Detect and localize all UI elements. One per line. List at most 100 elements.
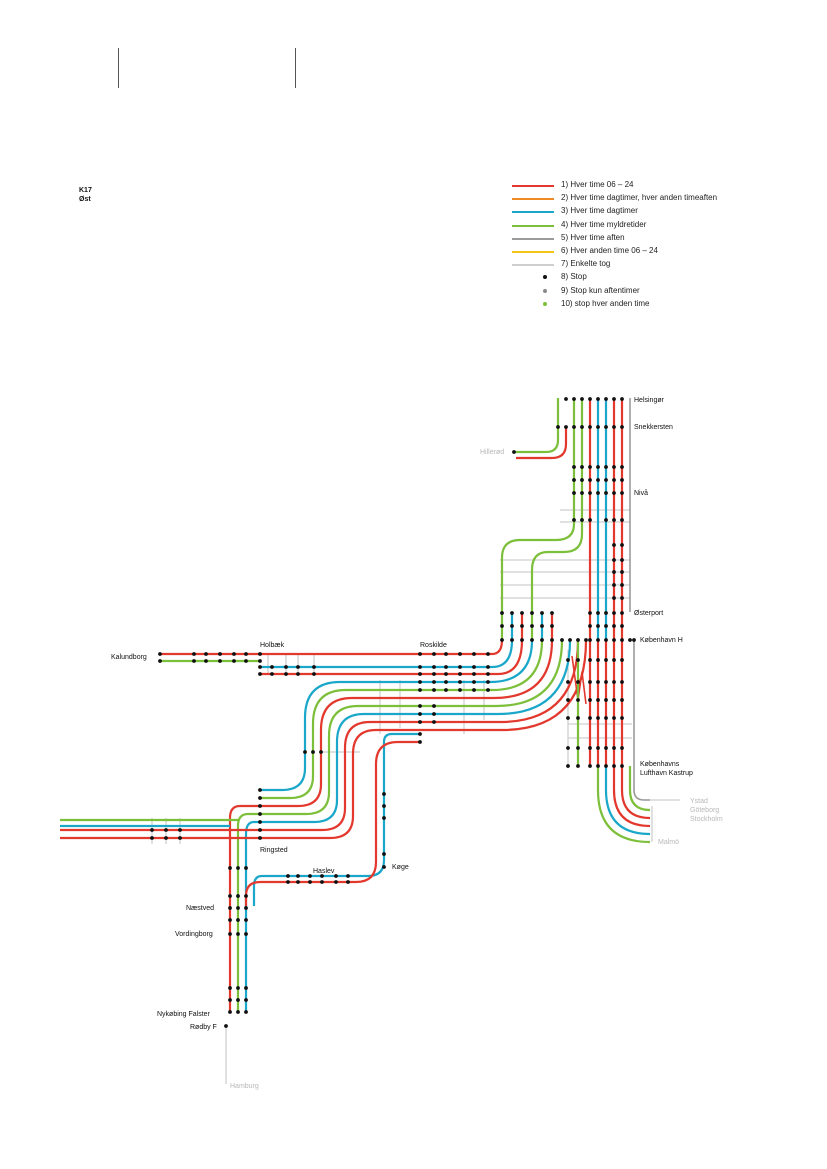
line-kyst-red-1 <box>516 426 568 460</box>
station-labels: Helsingør Snekkersten Hillerød Nivå Øste… <box>111 397 723 1090</box>
stop-dot <box>510 624 514 628</box>
stop-dot <box>418 712 422 716</box>
stop-dot <box>620 764 624 768</box>
stop-dot <box>164 828 168 832</box>
stop-dot <box>312 665 316 669</box>
stop-dot <box>308 880 312 884</box>
stop-dot <box>472 680 476 684</box>
stop-dot <box>596 716 600 720</box>
legend-label: 8) Stop <box>561 272 587 282</box>
stop-dot <box>244 652 248 656</box>
stop-dot <box>604 491 608 495</box>
page-code: K17 Øst <box>79 186 92 204</box>
stop-dot <box>418 732 422 736</box>
stop-dot <box>382 852 386 856</box>
stop-dot <box>284 672 288 676</box>
line-curve-green-2 <box>236 639 564 1012</box>
stop-dot <box>604 518 608 522</box>
header-rule-right <box>295 48 296 88</box>
stop-dot <box>612 716 616 720</box>
stop-dot <box>228 866 232 870</box>
stop-dot <box>620 698 624 702</box>
stop-dot <box>432 720 436 724</box>
stop-dot <box>520 638 524 642</box>
stop-dot <box>580 465 584 469</box>
stop-dot <box>418 652 422 656</box>
stop-dot <box>576 764 580 768</box>
stop-dot <box>596 611 600 615</box>
stop-dot <box>612 746 616 750</box>
stop-dot <box>596 658 600 662</box>
stop-dot <box>218 652 222 656</box>
stop-dot <box>258 828 262 832</box>
stop-dot <box>296 880 300 884</box>
stop-dot <box>236 906 240 910</box>
stop-dot <box>228 998 232 1002</box>
line-curve-red-1 <box>228 639 554 1012</box>
line-kyst-green-1 <box>514 398 560 454</box>
line-oresund-green <box>596 766 651 844</box>
stop-dot <box>244 986 248 990</box>
stop-dot <box>620 465 624 469</box>
stop-dot <box>418 672 422 676</box>
stop-dot <box>588 397 592 401</box>
stop-dot <box>258 796 262 800</box>
stop-dot <box>540 611 544 615</box>
line-hol-red <box>260 639 524 676</box>
station-haslev: Haslev <box>313 868 335 875</box>
stop-dot <box>486 688 490 692</box>
stop-dot <box>296 874 300 878</box>
stop-dot <box>150 828 154 832</box>
stop-dot <box>612 465 616 469</box>
stop-dot <box>236 918 240 922</box>
stop-dot <box>620 746 624 750</box>
stop-dot <box>612 698 616 702</box>
stop-dot <box>576 746 580 750</box>
stop-dot <box>486 652 490 656</box>
stop-dot <box>596 746 600 750</box>
station-hamburg: Hamburg <box>230 1083 259 1090</box>
header-rule-left <box>118 48 119 88</box>
stop-dot <box>218 659 222 663</box>
stop-dot <box>178 836 182 840</box>
stop-dot <box>596 465 600 469</box>
legend-item: 9) Stop kun aftentimer <box>512 285 822 298</box>
legend-item: 3) Hver time dagtimer <box>512 205 822 218</box>
stop-dot <box>576 698 580 702</box>
stop-dot <box>204 659 208 663</box>
stop-dot <box>486 672 490 676</box>
stop-dot <box>612 518 616 522</box>
stop-dot <box>244 998 248 1002</box>
stop-dot <box>236 894 240 898</box>
stop-dot <box>520 611 524 615</box>
stop-dot <box>308 874 312 878</box>
stop-dot <box>596 764 600 768</box>
stop-dot <box>236 932 240 936</box>
stop-dot <box>232 659 236 663</box>
stop-dot <box>236 998 240 1002</box>
page-code-region: Øst <box>79 196 91 203</box>
line-oresund-red-1 <box>612 766 651 828</box>
stop-dot <box>164 836 168 840</box>
legend-item: 10) stop hver anden time <box>512 298 822 311</box>
stop-dot <box>604 425 608 429</box>
stop-dot <box>596 425 600 429</box>
line-koge-red <box>244 740 420 906</box>
stop-dot <box>572 478 576 482</box>
stop-dot <box>530 638 534 642</box>
stop-dot <box>556 425 560 429</box>
station-malmo: Malmö <box>658 839 679 846</box>
stop-dot <box>620 596 624 600</box>
stop-dot <box>500 611 504 615</box>
stop-dot <box>596 624 600 628</box>
station-goteborg: Göteborg <box>690 807 719 814</box>
stop-dot <box>334 880 338 884</box>
line-kal-red <box>160 639 504 656</box>
stop-dot <box>258 672 262 676</box>
stop-dot <box>312 672 316 676</box>
stop-dot <box>588 624 592 628</box>
stop-dot <box>258 836 262 840</box>
stop-dot <box>418 720 422 724</box>
stop-dot <box>258 812 262 816</box>
stop-dot <box>270 665 274 669</box>
